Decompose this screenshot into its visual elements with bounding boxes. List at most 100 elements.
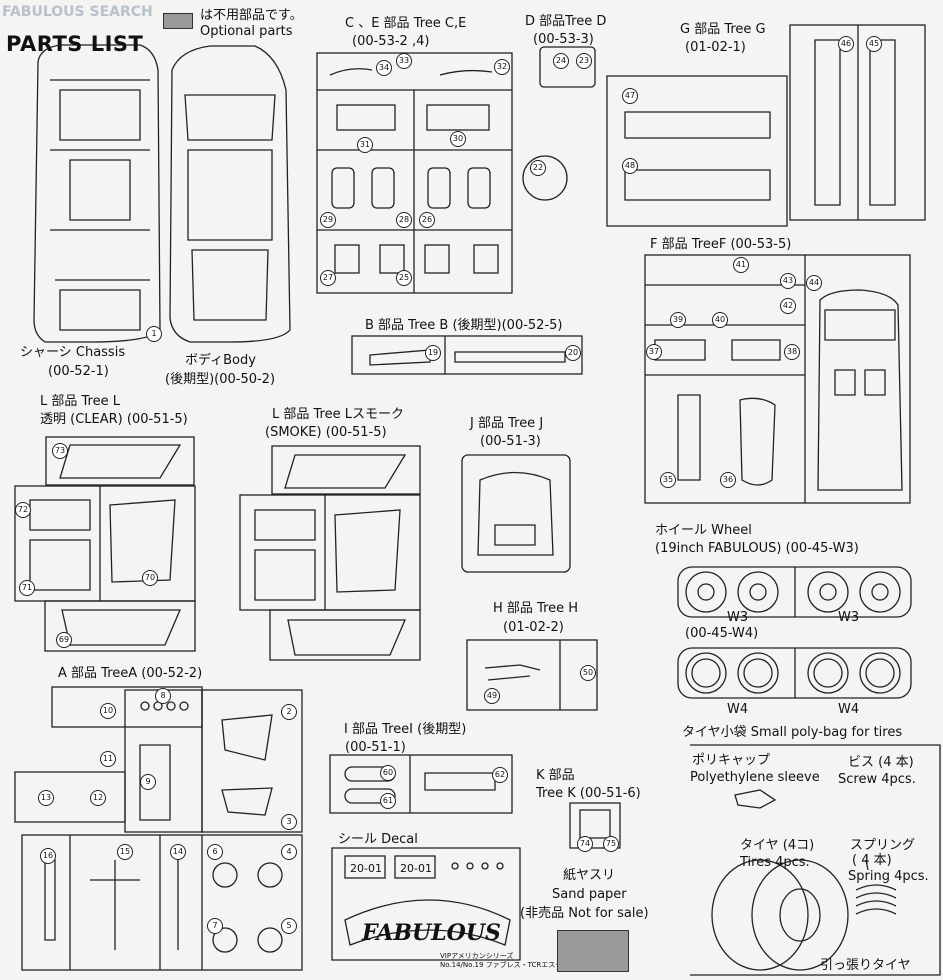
part-number: 8 bbox=[155, 688, 171, 704]
part-number: 12 bbox=[90, 790, 106, 806]
part-number: 1 bbox=[146, 326, 162, 342]
part-number: 74 bbox=[577, 836, 593, 852]
part-number: 4 bbox=[281, 844, 297, 860]
part-number: 38 bbox=[784, 344, 800, 360]
part-number: 61 bbox=[380, 793, 396, 809]
part-number: 36 bbox=[720, 472, 736, 488]
part-number: 6 bbox=[207, 844, 223, 860]
tree-i-code: (00-51-1) bbox=[345, 740, 406, 755]
part-number: 16 bbox=[40, 848, 56, 864]
tires-label-en: Tires 4pcs. bbox=[740, 855, 810, 870]
part-number: 33 bbox=[396, 53, 412, 69]
tree-k-code: Tree K (00-51-6) bbox=[536, 786, 641, 801]
part-number: 60 bbox=[380, 765, 396, 781]
tree-j-label: J 部品 Tree J bbox=[470, 416, 544, 431]
tree-d-code: (00-53-3) bbox=[533, 32, 594, 47]
legend-text-jp: は不用部品です。 bbox=[200, 8, 303, 23]
part-number: 13 bbox=[38, 790, 54, 806]
part-number: 34 bbox=[376, 60, 392, 76]
part-number: 75 bbox=[603, 836, 619, 852]
tree-ce-label: C 、E 部品 Tree C,E bbox=[345, 16, 467, 31]
decal-logo: FABULOUS bbox=[362, 920, 501, 946]
part-number: 42 bbox=[780, 298, 796, 314]
screw-label-jp: ビス (4 本) bbox=[848, 755, 914, 770]
part-number: 72 bbox=[15, 502, 31, 518]
wheel-code: (19inch FABULOUS) (00-45-W3) bbox=[655, 541, 859, 556]
w3-right: W3 bbox=[838, 610, 860, 625]
part-number: 41 bbox=[733, 257, 749, 273]
spring-label-n: ( 4 本) bbox=[852, 853, 892, 868]
sand-paper-swatch bbox=[557, 930, 629, 972]
part-number: 70 bbox=[142, 570, 158, 586]
optional-parts-swatch bbox=[163, 13, 193, 29]
spring-label-en: Spring 4pcs. bbox=[848, 869, 929, 884]
tree-l-clear-label: L 部品 Tree L bbox=[40, 394, 120, 409]
part-number: 62 bbox=[492, 767, 508, 783]
part-number: 45 bbox=[866, 36, 882, 52]
tree-j-code: (00-51-3) bbox=[480, 434, 541, 449]
part-number: 46 bbox=[838, 36, 854, 52]
part-number: 32 bbox=[494, 59, 510, 75]
body-code: (後期型)(00-50-2) bbox=[165, 372, 276, 387]
tree-g-code: (01-02-1) bbox=[685, 40, 746, 55]
part-number: 31 bbox=[357, 137, 373, 153]
part-number: 44 bbox=[806, 275, 822, 291]
part-number: 25 bbox=[396, 270, 412, 286]
screw-label-en: Screw 4pcs. bbox=[838, 772, 916, 787]
part-number: 9 bbox=[140, 774, 156, 790]
part-number: 69 bbox=[56, 632, 72, 648]
tree-a-label: A 部品 TreeA (00-52-2) bbox=[58, 666, 203, 681]
tire-bag-label: タイヤ小袋 Small poly-bag for tires bbox=[682, 725, 903, 740]
part-number: 11 bbox=[100, 751, 116, 767]
poly-label-en: Polyethylene sleeve bbox=[690, 770, 820, 785]
part-number: 7 bbox=[207, 918, 223, 934]
part-number: 22 bbox=[530, 160, 546, 176]
part-number: 40 bbox=[712, 312, 728, 328]
tree-g-label: G 部品 Tree G bbox=[680, 22, 766, 37]
part-number: 71 bbox=[19, 580, 35, 596]
part-number: 39 bbox=[670, 312, 686, 328]
poly-label-jp: ポリキャップ bbox=[692, 753, 771, 768]
page-title: PARTS LIST bbox=[6, 32, 144, 56]
part-number: 48 bbox=[622, 158, 638, 174]
tree-b-label: B 部品 Tree B (後期型)(00-52-5) bbox=[365, 318, 563, 333]
part-number: 43 bbox=[780, 273, 796, 289]
sand-note: (非売品 Not for sale) bbox=[520, 906, 649, 921]
part-number: 26 bbox=[419, 212, 435, 228]
part-number: 24 bbox=[553, 53, 569, 69]
part-number: 49 bbox=[484, 688, 500, 704]
tree-h-code: (01-02-2) bbox=[503, 620, 564, 635]
spring-label-jp: スプリング bbox=[850, 838, 916, 853]
chassis-code: (00-52-1) bbox=[48, 364, 109, 379]
part-number: 19 bbox=[425, 345, 441, 361]
watermark: FABULOUS SEARCH bbox=[2, 4, 153, 20]
decal-label: シール Decal bbox=[338, 832, 418, 847]
part-number: 10 bbox=[100, 703, 116, 719]
decal-footer-1: VIPアメリカンシリーズ bbox=[440, 952, 514, 960]
pull-tire-label: 引っ張りタイヤ bbox=[820, 958, 911, 973]
part-number: 14 bbox=[170, 844, 186, 860]
part-number: 73 bbox=[52, 443, 68, 459]
part-number: 27 bbox=[320, 270, 336, 286]
decal-plate-1: 20-01 bbox=[350, 862, 382, 875]
part-number: 47 bbox=[622, 88, 638, 104]
w4-right: W4 bbox=[838, 702, 860, 717]
part-number: 5 bbox=[281, 918, 297, 934]
part-number: 30 bbox=[450, 131, 466, 147]
w4-left: W4 bbox=[727, 702, 749, 717]
part-number: 37 bbox=[646, 344, 662, 360]
tires-label-jp: タイヤ (4コ) bbox=[740, 838, 815, 853]
wheel-label: ホイール Wheel bbox=[655, 523, 752, 538]
sand-label-jp: 紙ヤスリ bbox=[563, 868, 616, 883]
w3-left: W3 bbox=[727, 610, 749, 625]
part-number: 50 bbox=[580, 665, 596, 681]
tree-l-smoke-code: (SMOKE) (00-51-5) bbox=[265, 425, 387, 440]
tree-l-smoke-label: L 部品 Tree Lスモーク bbox=[272, 407, 404, 422]
part-number: 15 bbox=[117, 844, 133, 860]
sand-label-en: Sand paper bbox=[552, 887, 627, 902]
tree-i-label: I 部品 TreeI (後期型) bbox=[344, 722, 467, 737]
decal-footer-2: No.14/No.19 ファブレス・TCRエスティマ bbox=[440, 961, 576, 969]
part-number: 29 bbox=[320, 212, 336, 228]
part-number: 28 bbox=[396, 212, 412, 228]
